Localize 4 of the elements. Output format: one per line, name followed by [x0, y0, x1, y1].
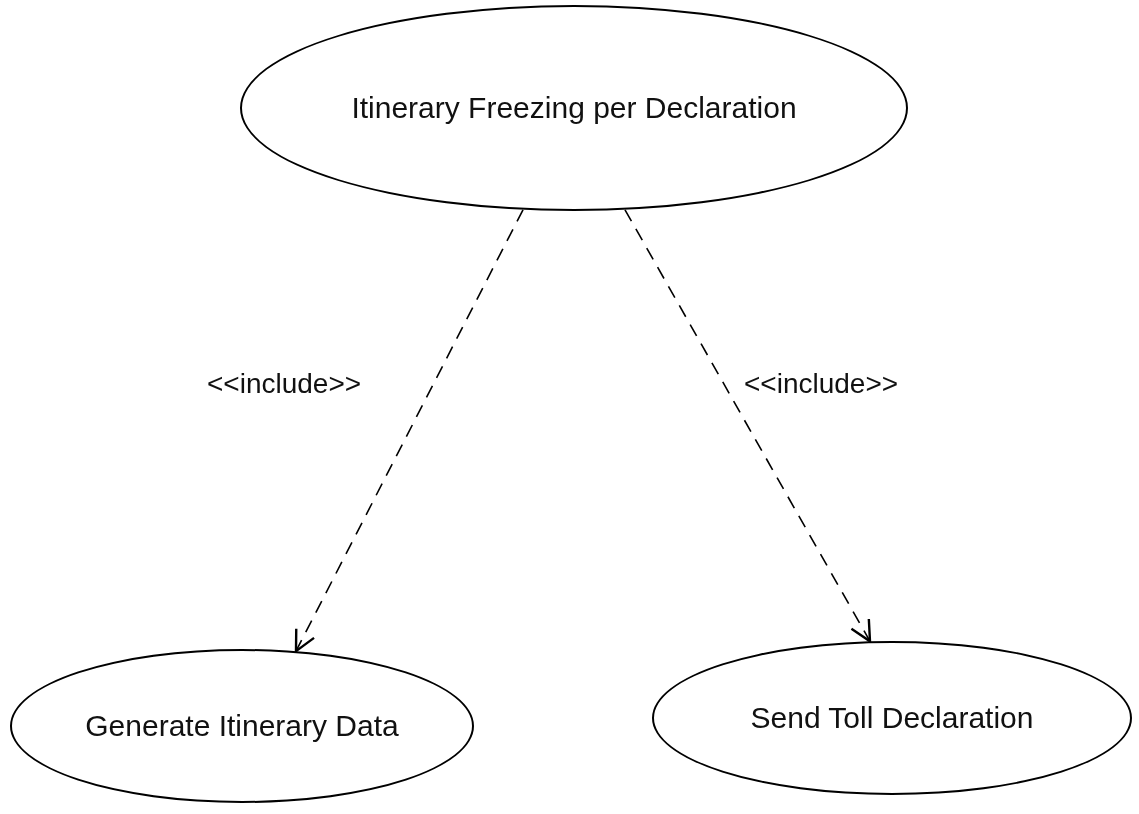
use-case-name: Send Toll Declaration [750, 701, 1034, 735]
include-arrow [624, 209, 872, 643]
use-case-name: Itinerary Freezing per Declaration [351, 91, 797, 125]
use-case-name: Generate Itinerary Data [85, 709, 399, 743]
